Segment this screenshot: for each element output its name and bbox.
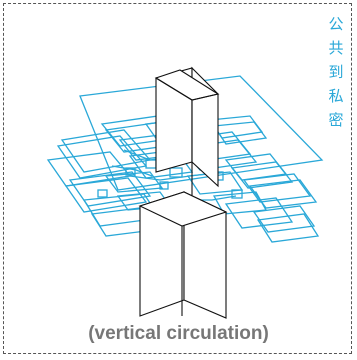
- vertical-label: 公 共 到 私 密: [326, 12, 346, 132]
- floor-plate: [252, 205, 316, 233]
- vertical-label-char: 密: [328, 111, 344, 129]
- floor-plate: [242, 173, 312, 203]
- connector: [159, 181, 169, 190]
- back-circulation-core: [154, 66, 220, 200]
- floor-plate: [248, 179, 318, 209]
- connector: [231, 189, 243, 199]
- vertical-label-char: 到: [328, 63, 344, 81]
- corridor: [111, 165, 153, 177]
- connector: [97, 189, 108, 198]
- floor-plate: [64, 177, 148, 213]
- connector: [125, 167, 136, 176]
- floor-plate: [224, 197, 294, 229]
- floor-plate: [230, 161, 294, 189]
- floor-plate: [256, 213, 320, 243]
- floor-plate: [46, 151, 132, 187]
- connector: [145, 159, 157, 169]
- front-circulation-core: [138, 191, 228, 319]
- dashed-frame: [3, 3, 352, 354]
- vertical-label-char: 公: [328, 15, 344, 33]
- diagram-caption: (vertical circulation): [88, 323, 269, 344]
- vertical-label-char: 私: [328, 87, 344, 105]
- connector: [169, 167, 183, 178]
- floor-plate: [212, 121, 268, 145]
- vertical-label-char: 共: [328, 39, 344, 57]
- floor-plate: [68, 171, 152, 207]
